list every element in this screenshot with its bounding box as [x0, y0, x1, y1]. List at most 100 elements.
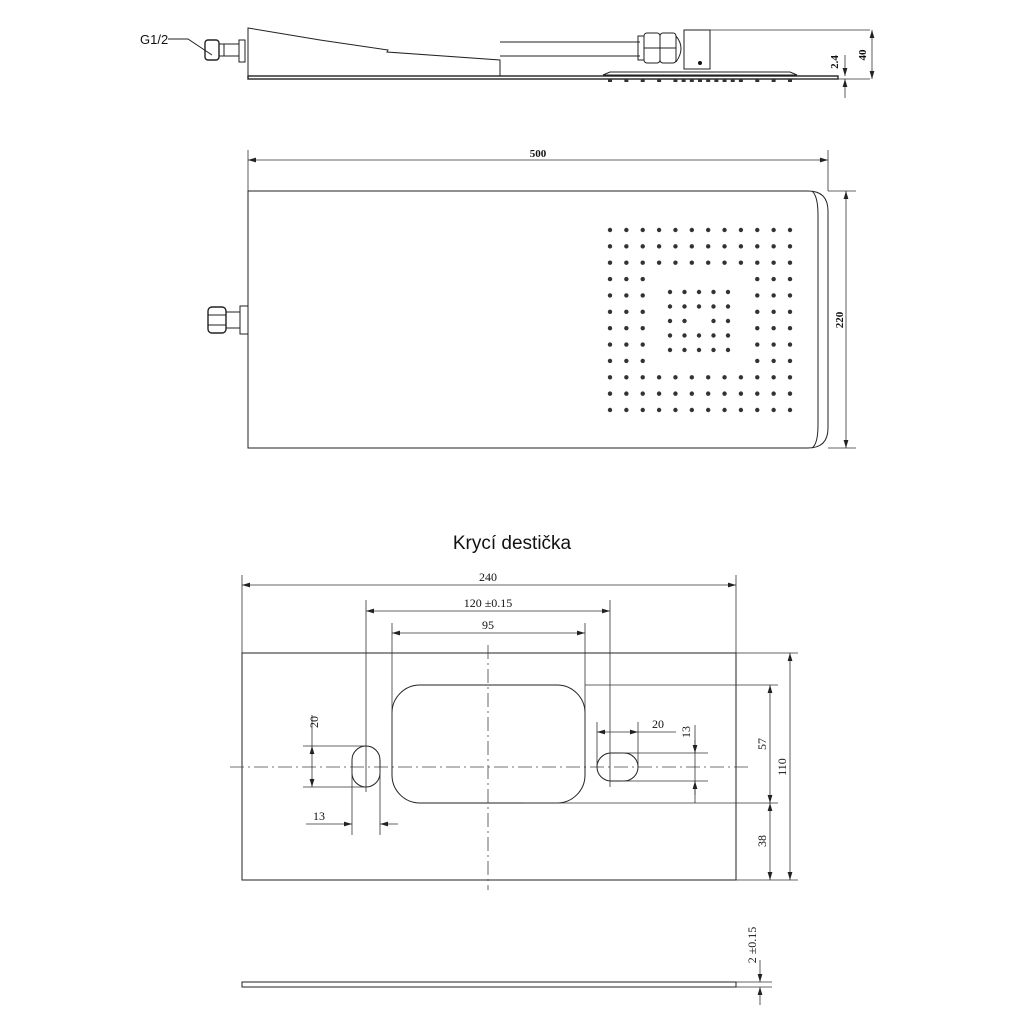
- dim-width: 240: [241, 570, 737, 653]
- nozzle-dot: [607, 375, 613, 380]
- dim-label: 13: [679, 726, 693, 738]
- nozzle-dot: [667, 347, 673, 353]
- nozzle-dot: [771, 227, 776, 233]
- nozzle-dot: [689, 391, 695, 396]
- nozzle-dot: [722, 244, 727, 249]
- nozzle-dot: [667, 333, 673, 338]
- nozzle-dot: [624, 407, 629, 413]
- dim-hole-spacing: 120 ±0.15: [365, 596, 611, 792]
- side-nozzle: [608, 79, 612, 82]
- nozzle-dot: [771, 407, 776, 413]
- side-nozzle: [788, 79, 792, 82]
- nozzle-dot: [725, 347, 731, 353]
- nozzle-dot: [682, 289, 687, 295]
- nozzle-dot: [738, 244, 744, 249]
- nozzle-dot: [624, 391, 629, 396]
- nozzle-dot: [771, 293, 776, 298]
- nozzle-dot: [673, 227, 678, 233]
- nozzle-dot: [624, 260, 629, 265]
- side-nozzles: [608, 79, 792, 82]
- nozzle-dot: [682, 347, 687, 353]
- nozzle-dot: [755, 375, 760, 380]
- nozzle-dot: [711, 333, 716, 338]
- nozzle-dot: [696, 304, 702, 309]
- nozzle-dot: [640, 309, 645, 315]
- nozzle-dot: [722, 391, 727, 396]
- nozzle-dot: [640, 244, 645, 249]
- plate-edge-line: [811, 190, 819, 449]
- nozzle-dot: [624, 309, 629, 315]
- side-nozzle: [689, 79, 694, 82]
- cover-plate: Krycí destička 240 120 ±0.15 95: [230, 533, 798, 1005]
- nozzle-dot: [711, 304, 716, 309]
- nozzle-dot: [607, 309, 613, 315]
- nozzle-dot: [787, 276, 793, 282]
- nozzle-dot: [787, 309, 793, 315]
- nozzle-dot: [673, 244, 678, 249]
- side-nozzle: [673, 79, 678, 82]
- side-view: G1/2 2.4: [140, 27, 875, 98]
- inlet-nut: [207, 305, 249, 335]
- nozzle-dot: [607, 276, 613, 282]
- nozzle-dot: [755, 325, 760, 331]
- nozzle-dot: [624, 276, 629, 282]
- nozzle-dot: [640, 375, 645, 380]
- nozzle-dot: [705, 260, 711, 265]
- nozzle-dot: [624, 325, 629, 331]
- top-view: 500 220: [207, 148, 856, 449]
- nozzle-dot: [787, 342, 793, 347]
- side-nozzle: [714, 79, 719, 82]
- side-nozzle: [771, 79, 776, 82]
- nozzle-dot: [682, 304, 687, 309]
- nozzle-dot: [673, 260, 678, 265]
- nozzle-dot: [725, 318, 731, 324]
- nozzle-dot: [640, 276, 645, 282]
- nozzle-dot: [656, 375, 662, 380]
- nozzle-dot: [755, 293, 760, 298]
- nozzle-dot: [771, 375, 776, 380]
- nozzle-dot: [607, 391, 613, 396]
- nozzle-dot: [689, 227, 695, 233]
- nozzle-dot: [787, 407, 793, 413]
- nozzle-dot: [624, 227, 629, 233]
- nozzle-dot: [689, 375, 695, 380]
- dim-label: 500: [530, 148, 547, 160]
- nozzle-dot: [705, 244, 711, 249]
- nozzle-dot: [787, 325, 793, 331]
- dim-height: 40: [857, 30, 875, 79]
- nozzle-dot: [771, 342, 776, 347]
- nozzle-dot: [738, 391, 744, 396]
- nozzle-dot: [755, 407, 760, 413]
- nozzle-dot: [711, 289, 716, 295]
- nozzle-dot: [771, 260, 776, 265]
- nozzle-dot: [696, 289, 702, 295]
- nozzle-dot: [722, 227, 727, 233]
- nozzle-dot: [673, 375, 678, 380]
- dim-thickness: 2 ±0.15: [736, 927, 772, 1005]
- nozzle-dot: [656, 260, 662, 265]
- dim-plate-thickness: 2.4: [829, 55, 848, 98]
- dim-label: 40: [857, 49, 869, 61]
- nozzle-dot: [624, 358, 629, 364]
- side-nozzle: [698, 79, 702, 82]
- cover-plate-outline: [241, 652, 737, 881]
- nozzle-dot: [755, 227, 760, 233]
- nozzle-dot: [771, 391, 776, 396]
- nozzle-dot: [640, 342, 645, 347]
- nozzle-dot: [640, 407, 645, 413]
- nozzle-dot: [607, 260, 613, 265]
- side-nozzle: [657, 79, 662, 82]
- nozzle-dot: [738, 407, 744, 413]
- nozzle-dot: [607, 227, 613, 233]
- nozzle-dot: [705, 375, 711, 380]
- nozzle-dot: [787, 358, 793, 364]
- side-nozzle: [624, 79, 629, 82]
- dim-label: 110: [775, 758, 789, 776]
- nozzle-dot: [725, 289, 731, 295]
- nozzle-dot: [738, 375, 744, 380]
- dim-left-slot-width: 13: [306, 767, 398, 835]
- dim-label: 20: [652, 717, 664, 731]
- nozzle-dot: [787, 244, 793, 249]
- dim-opening-width: 95: [391, 618, 586, 767]
